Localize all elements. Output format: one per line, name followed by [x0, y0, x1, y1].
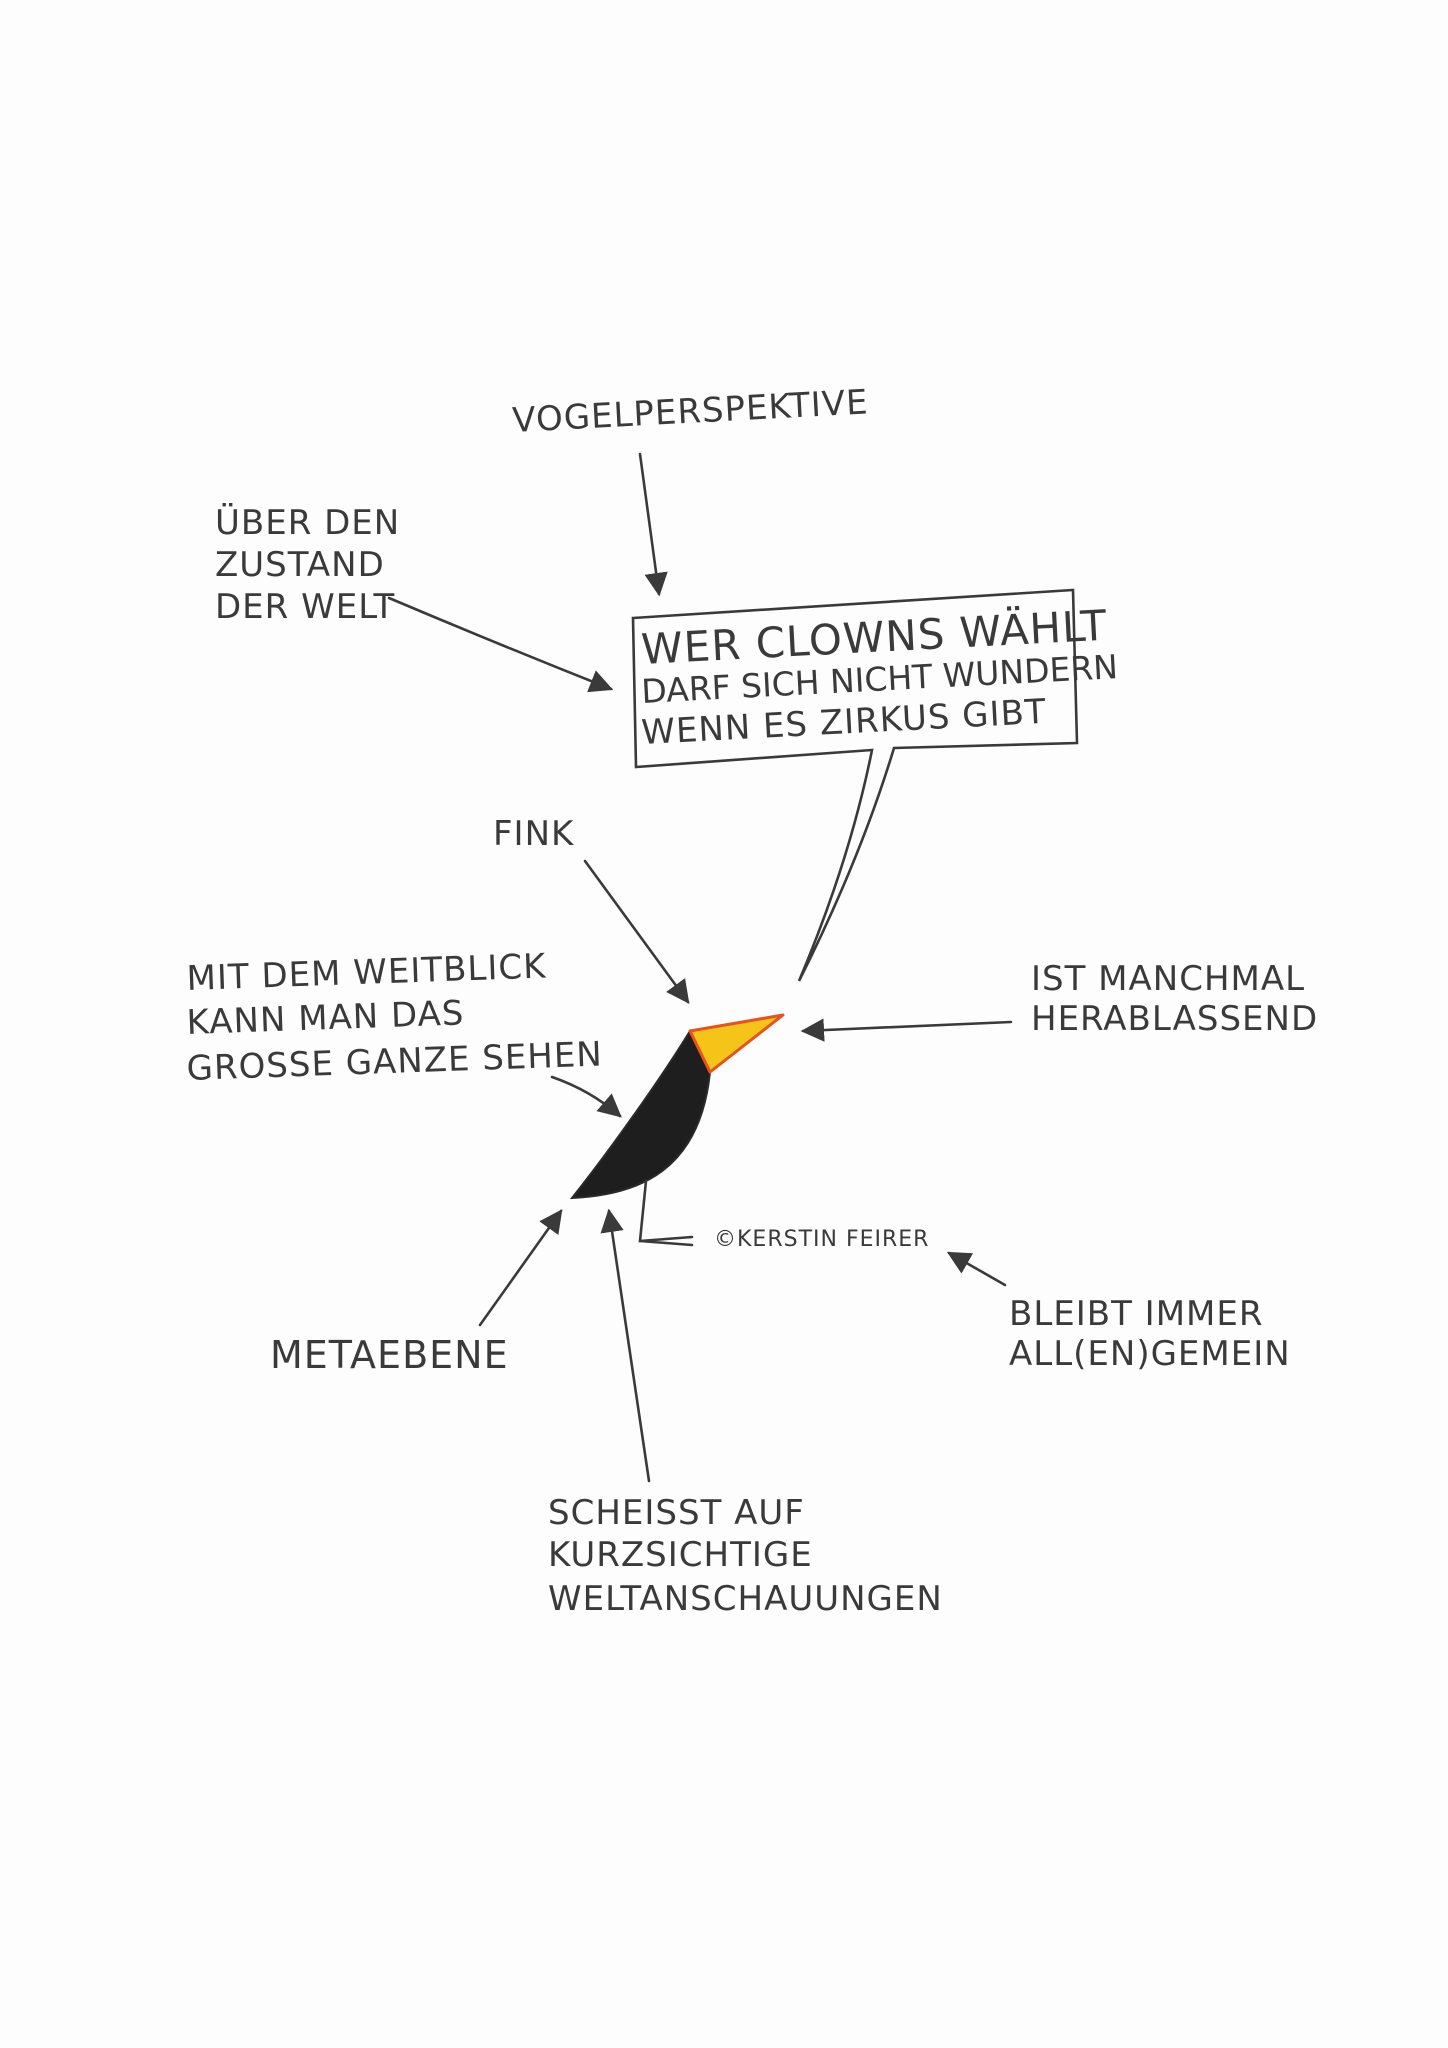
- label-zustand: ÜBER DEN ZUSTAND DER WELT: [215, 502, 400, 627]
- label-line: HERABLASSEND: [1031, 999, 1318, 1039]
- label-line: DER WELT: [215, 587, 395, 627]
- arrow-metaebene: [478, 1209, 563, 1327]
- label-line: MIT DEM WEITBLICK: [186, 946, 548, 999]
- label-scheisst: SCHEISST AUF KURZSICHTIGE WELTANSCHAUUNG…: [548, 1493, 943, 1619]
- label-line: KURZSICHTIGE: [548, 1535, 813, 1575]
- label-line: ZUSTAND: [215, 545, 385, 585]
- label-allgemein: BLEIBT IMMER ALL(EN)GEMEIN: [1009, 1294, 1291, 1374]
- label-line: ALL(EN)GEMEIN: [1009, 1334, 1291, 1374]
- label-line: KANN MAN DAS: [186, 993, 465, 1043]
- label-line: SCHEISST AUF: [548, 1493, 805, 1533]
- label-metaebene: METAEBENE: [270, 1333, 509, 1377]
- label-fink: FINK: [493, 814, 575, 854]
- bird-beak: [688, 1013, 785, 1074]
- label-line: WELTANSCHAUUNGEN: [548, 1579, 943, 1619]
- label-line: BLEIBT IMMER: [1009, 1294, 1263, 1334]
- arrow-allgemein: [946, 1251, 1007, 1287]
- copyright-signature: ©KERSTIN FEIRER: [714, 1227, 929, 1252]
- bird-leg: [638, 1179, 694, 1247]
- bird-body: [569, 1028, 712, 1200]
- arrow-zustand: [387, 596, 614, 693]
- label-herablassend: IST MANCHMAL HERABLASSEND: [1031, 959, 1318, 1039]
- bird-illustration: [569, 1013, 785, 1247]
- speech-bubble: WER CLOWNS WÄHLT DARF SICH NICHT WUNDERN…: [631, 588, 1119, 982]
- arrow-herablassend: [800, 1018, 1013, 1042]
- label-line: IST MANCHMAL: [1031, 959, 1305, 999]
- arrow-weitblick: [550, 1075, 622, 1118]
- label-line: GROSSE GANZE SEHEN: [186, 1034, 604, 1089]
- arrow-vogelperspektive: [638, 452, 668, 597]
- arrow-fink: [583, 859, 690, 1004]
- label-line: ÜBER DEN: [215, 502, 400, 543]
- arrow-scheisst: [600, 1208, 651, 1483]
- label-vogelperspektive: VOGELPERSPEKTIVE: [511, 382, 869, 441]
- label-weitblick: MIT DEM WEITBLICK KANN MAN DAS GROSSE GA…: [186, 946, 604, 1089]
